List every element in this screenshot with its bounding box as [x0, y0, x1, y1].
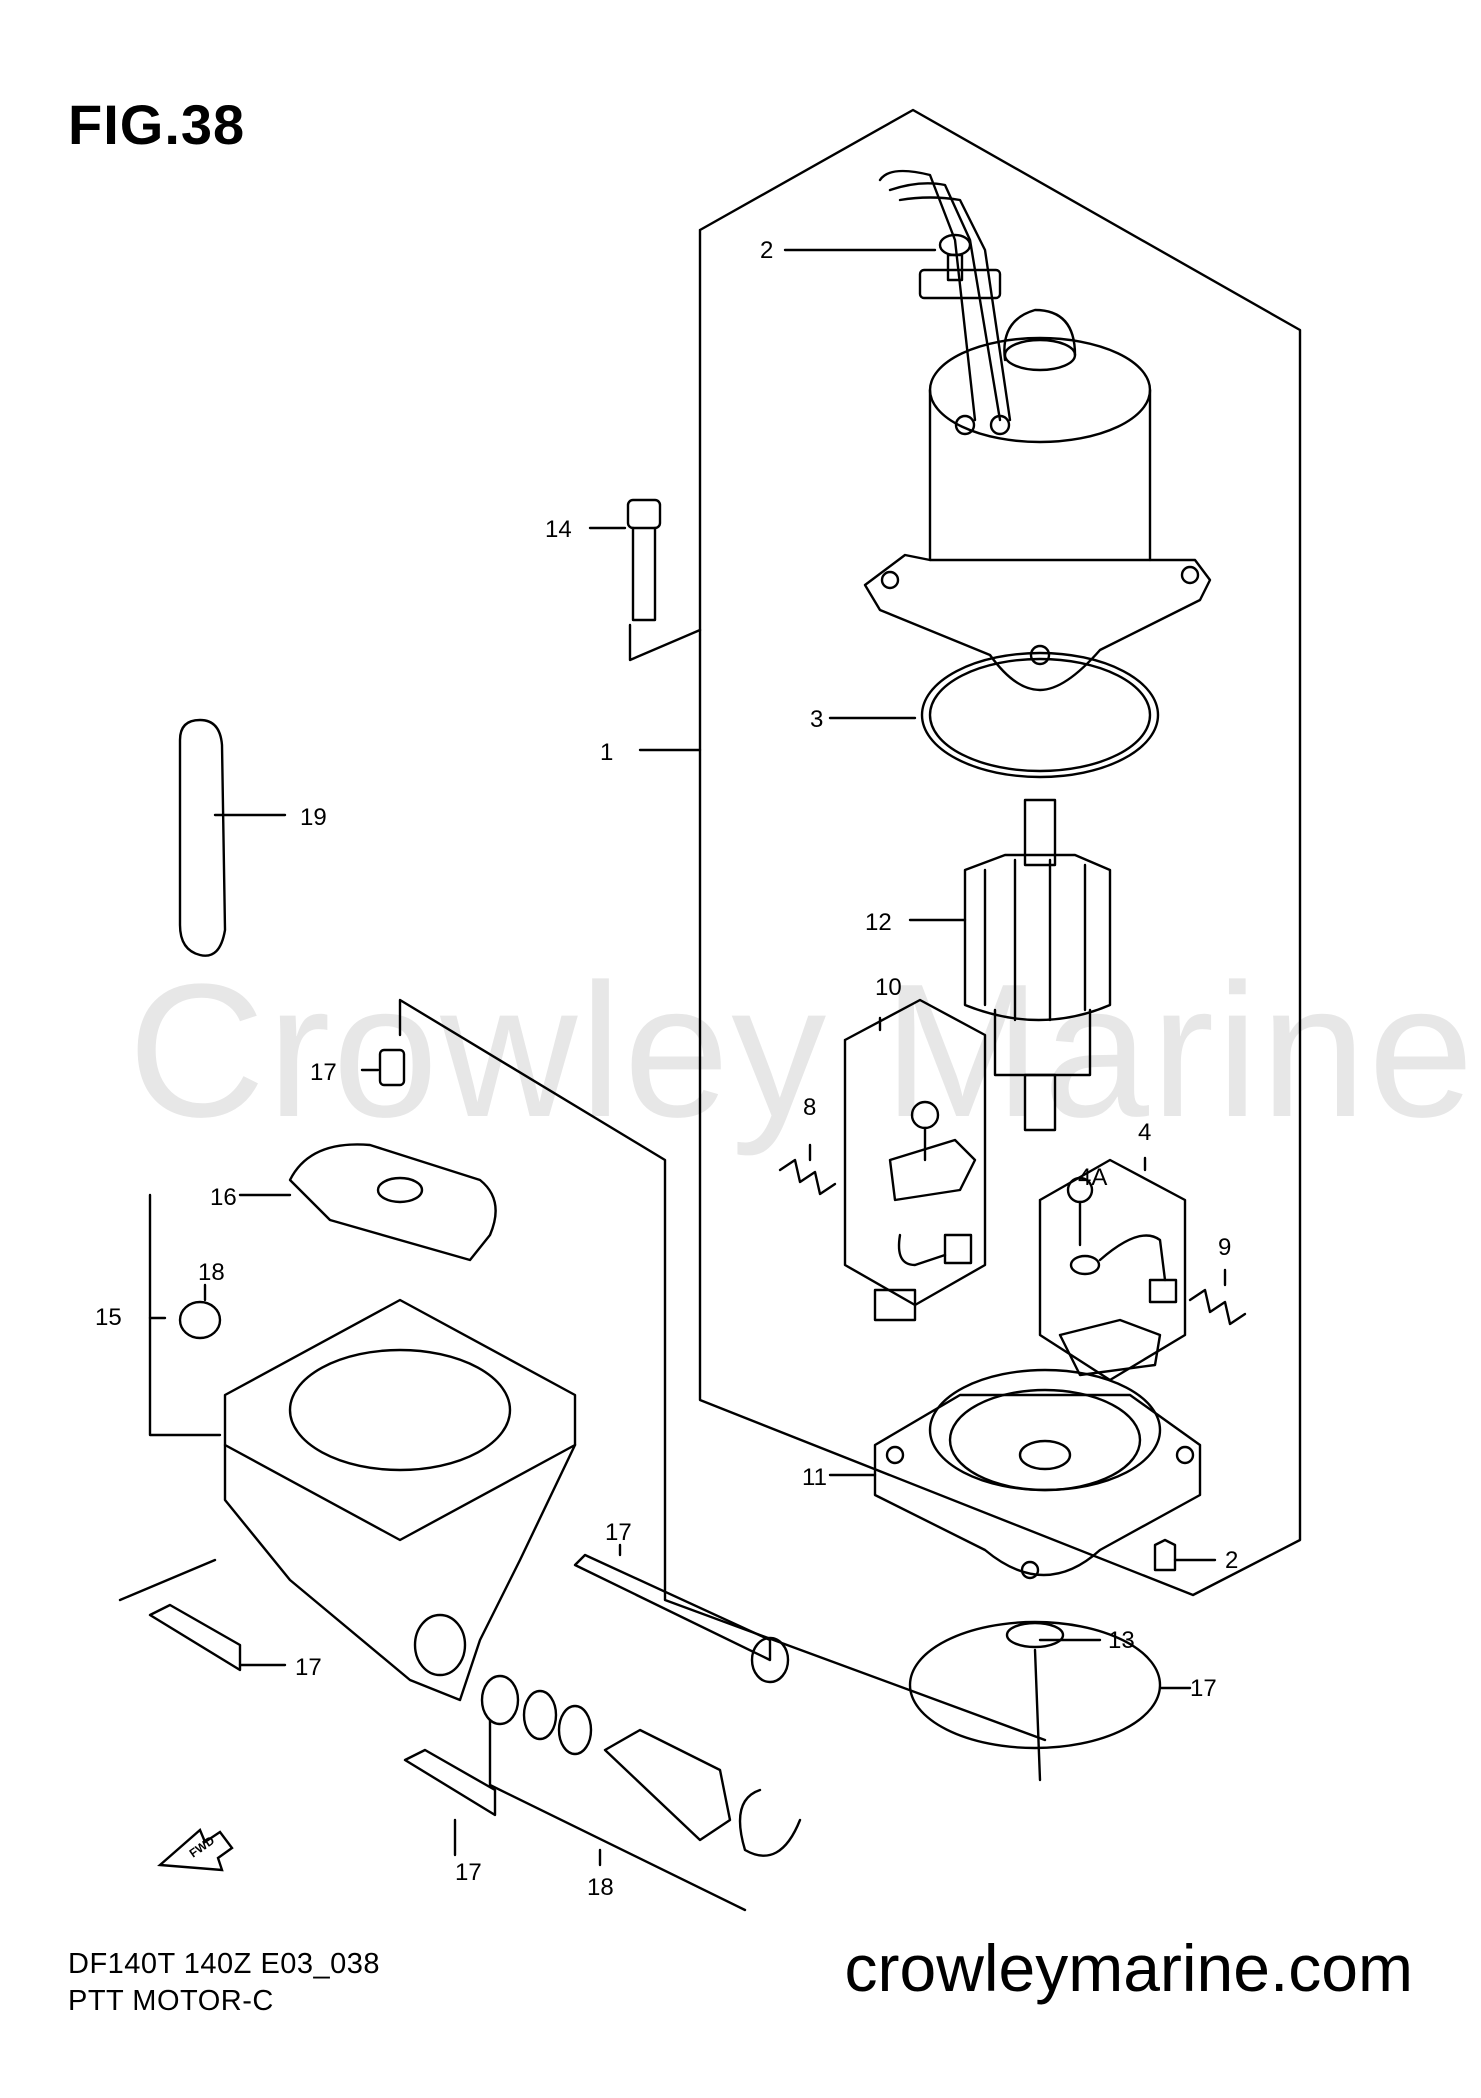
callout-1: 1 [600, 739, 613, 766]
callout-2-top: 2 [760, 237, 773, 264]
screw-2-bottom [1153, 1538, 1177, 1572]
brush-holder-6-parts [873, 1100, 977, 1322]
callout-13: 17 [310, 1059, 337, 1086]
watermark: Crowley Marine [128, 945, 1476, 1157]
washer-18a [480, 1674, 520, 1726]
model-code: DF140T 140Z E03_038 [68, 1948, 381, 1980]
valve-18 [603, 1728, 732, 1842]
callout-12: 16 [210, 1184, 237, 1211]
callout-4A: 4A [1078, 1164, 1107, 1191]
callout-7: 11 [802, 1464, 827, 1491]
callout-17-upper: 17 [295, 1654, 322, 1681]
o-ring-18b [522, 1689, 558, 1741]
pump-body [223, 1298, 577, 1702]
callout-6: 10 [875, 974, 902, 1001]
callout-15: 18 [198, 1259, 225, 1286]
bolt-17-upper [148, 1603, 242, 1672]
part-name: PTT MOTOR-C [68, 1985, 274, 2017]
website-label: crowleymarine.com [844, 1931, 1413, 2005]
callout-3: 3 [810, 706, 823, 733]
end-frame-7 [873, 1368, 1202, 1580]
o-ring-3 [920, 651, 1160, 779]
bolt-16 [573, 1553, 772, 1662]
callout-10: 14 [545, 516, 572, 543]
bolt-17-lower [403, 1748, 497, 1817]
cover-12 [288, 1143, 497, 1262]
bolt-10 [626, 498, 662, 622]
fwd-arrow-icon: FWD [157, 1827, 234, 1872]
circlip-18 [738, 1788, 802, 1857]
callout-5-left: 8 [803, 1094, 816, 1121]
armature-8 [963, 798, 1112, 1132]
seal-13 [378, 1048, 406, 1087]
callout-5-right: 9 [1218, 1234, 1231, 1261]
brush-holder-6 [843, 998, 987, 1307]
brush-holder-4 [1038, 1158, 1187, 1382]
callout-18: 18 [587, 1874, 614, 1901]
screw-2-top [938, 233, 972, 282]
clip-19 [178, 718, 227, 957]
spring-5-left [778, 1158, 837, 1196]
spring-5-right [1188, 1288, 1247, 1326]
callout-14: 17 [1190, 1675, 1217, 1702]
motor-housing [863, 169, 1212, 692]
callout-2-bottom: 2 [1225, 1547, 1238, 1574]
assembly-1-outline [698, 108, 1302, 1597]
figure-title: FIG.38 [68, 93, 246, 156]
callout-11: 15 [95, 1304, 122, 1331]
o-ring-18c [557, 1704, 593, 1756]
callout-16: 17 [605, 1519, 632, 1546]
callout-8: 12 [865, 909, 892, 936]
o-ring-15 [178, 1300, 222, 1340]
callout-4: 4 [1138, 1119, 1151, 1146]
valve-18-bracket [488, 1718, 747, 1912]
callout-9: 13 [1108, 1627, 1135, 1654]
bushing-9 [1005, 1621, 1065, 1649]
callout-17-lower: 17 [455, 1859, 482, 1886]
assembly-base-outline [398, 998, 1047, 1742]
callout-19: 19 [300, 804, 327, 831]
brush-holder-4-parts [1058, 1176, 1178, 1377]
